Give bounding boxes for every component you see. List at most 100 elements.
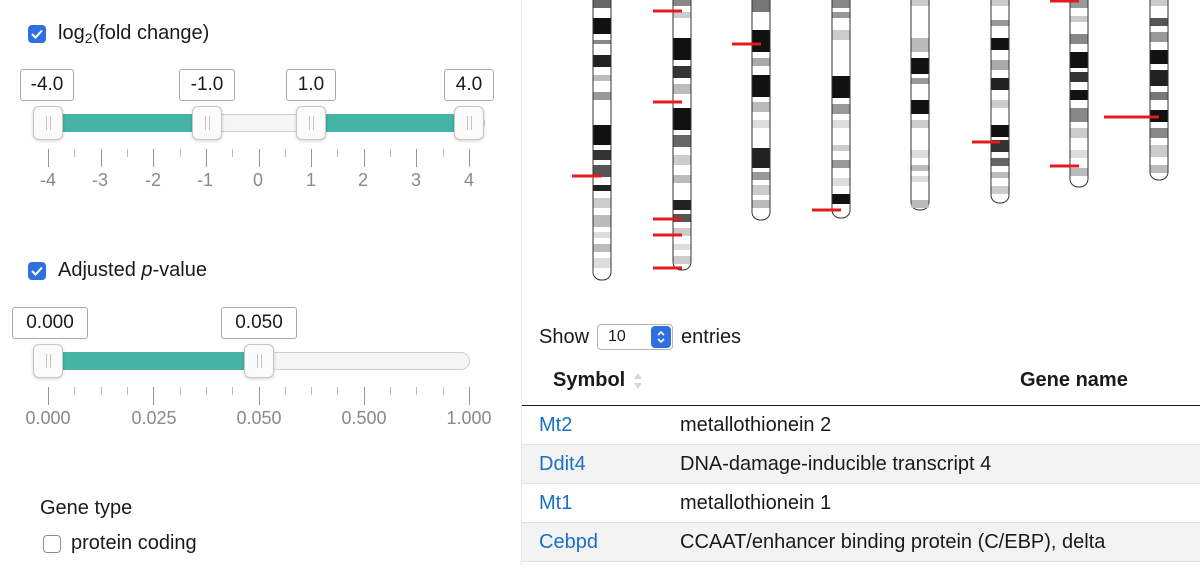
- page-size-select[interactable]: 10: [597, 324, 674, 350]
- padj-tick-label: 0.025: [131, 408, 177, 428]
- chromosome-band: [1070, 72, 1088, 82]
- slider-tick-minor: [416, 387, 418, 395]
- chromosome-band: [1070, 0, 1088, 8]
- log2fc-tick-label: 1: [305, 170, 317, 190]
- log2fc-handle-inner-low[interactable]: [192, 106, 222, 140]
- slider-tick-minor: [74, 149, 76, 157]
- log2fc-inner-high-value: 1.0: [286, 69, 336, 101]
- chromosome-band: [1070, 108, 1088, 122]
- slider-tick-major: [469, 149, 470, 167]
- gene-symbol-link[interactable]: Mt2: [539, 414, 573, 436]
- padj-checkbox[interactable]: [28, 261, 46, 280]
- log2fc-label-text: log2(fold change): [58, 22, 210, 46]
- gene-type-title: Gene type: [40, 497, 133, 519]
- chromosome-band: [991, 20, 1009, 26]
- chromosome-band: [832, 12, 850, 18]
- log2fc-handle-min[interactable]: [33, 106, 63, 140]
- slider-tick-minor: [337, 387, 339, 395]
- log2fc-tick-label: -4: [39, 170, 57, 190]
- chromosome-band: [1150, 32, 1168, 42]
- table-length-control: Show 10 entries: [539, 324, 741, 350]
- chromosome-band: [673, 84, 691, 94]
- chromosome-band: [593, 232, 611, 238]
- slider-tick-minor: [337, 149, 339, 157]
- log2fc-filter-label: log2(fold change): [28, 22, 209, 46]
- chromosome-band: [1070, 128, 1088, 138]
- chromosome-band: [832, 194, 850, 204]
- chromosome-band: [752, 172, 770, 180]
- chromosome-band: [593, 18, 611, 34]
- column-header-gene-name[interactable]: Gene name: [1020, 369, 1128, 391]
- chromosome-band: [593, 40, 611, 44]
- padj-tick-label: 0.500: [341, 408, 387, 428]
- slider-tick-major: [153, 149, 155, 167]
- chromosome-band: [593, 198, 611, 208]
- log2fc-handle-inner-high[interactable]: [296, 106, 326, 140]
- chromosome-band: [832, 178, 850, 186]
- chromosome-band: [832, 30, 850, 40]
- slider-tick-minor: [311, 387, 313, 395]
- chromosome-band: [752, 185, 770, 195]
- chromosome-band: [832, 76, 850, 98]
- slider-tick-major: [205, 149, 207, 167]
- entries-label: entries: [681, 325, 742, 348]
- padj-handle-max[interactable]: [244, 344, 274, 378]
- chromosome: [831, 0, 851, 219]
- slider-tick-major: [258, 149, 260, 167]
- chromosome-band: [911, 38, 929, 52]
- padj-label-text: Adjusted p-value: [58, 259, 207, 281]
- slider-tick-minor: [442, 387, 444, 395]
- slider-tick-major: [416, 149, 418, 167]
- log2fc-max-value: 4.0: [444, 69, 494, 101]
- chromosome-band: [752, 102, 770, 112]
- chromosome-band: [593, 125, 611, 145]
- chromosome-band: [593, 0, 611, 8]
- chromosome-band: [1070, 52, 1088, 68]
- chromosome-band: [1150, 50, 1168, 64]
- table-row: Mt1 metallothionein 1: [522, 484, 1200, 523]
- protein-coding-checkbox[interactable]: [43, 534, 61, 553]
- slider-tick-major: [48, 149, 49, 167]
- chromosome-band: [593, 92, 611, 100]
- chromosome: [672, 0, 692, 271]
- chromosome-band: [832, 0, 850, 8]
- chromosome-band: [673, 12, 691, 18]
- gene-symbol-link[interactable]: Mt1: [539, 492, 573, 514]
- gene-name-cell: metallothionein 1: [680, 492, 832, 514]
- gene-symbol-link[interactable]: Cebpd: [539, 531, 598, 553]
- chromosome: [1149, 0, 1169, 181]
- chromosome: [910, 0, 930, 211]
- chromosome-band: [911, 58, 929, 74]
- log2fc-slider-fill-positive: [311, 114, 469, 132]
- column-header-symbol[interactable]: Symbol: [553, 369, 643, 392]
- chromosome-ideogram: [572, 0, 1169, 281]
- log2fc-slider-ticks: [0, 149, 520, 169]
- slider-tick-minor: [284, 387, 286, 395]
- padj-filter-label: Adjusted p-value: [28, 259, 207, 282]
- chromosome-band: [673, 66, 691, 78]
- slider-tick-minor: [284, 149, 286, 157]
- gene-type-option-protein-coding[interactable]: protein coding: [43, 532, 197, 555]
- chromosome-band: [673, 135, 691, 147]
- padj-handle-min[interactable]: [33, 344, 63, 378]
- log2fc-checkbox[interactable]: [28, 25, 46, 43]
- chromosome-band: [1150, 145, 1168, 157]
- chromosome-band: [832, 160, 850, 168]
- chromosome-band: [911, 78, 929, 84]
- slider-tick-major: [48, 387, 49, 405]
- slider-tick-minor: [126, 149, 128, 157]
- gene-symbol-link[interactable]: Ddit4: [539, 453, 586, 475]
- slider-tick-minor: [442, 149, 444, 157]
- chromosome-band: [752, 0, 770, 12]
- chromosome-band: [991, 60, 1009, 70]
- chromosome-band: [752, 148, 770, 168]
- log2fc-handle-max[interactable]: [454, 106, 484, 140]
- show-label: Show: [539, 325, 590, 348]
- chromosome-band: [911, 120, 929, 128]
- chromosome-band: [991, 78, 1009, 90]
- chromosome-band: [1070, 90, 1088, 100]
- log2fc-inner-low-value: -1.0: [179, 69, 235, 101]
- chromosome-band: [673, 244, 691, 250]
- chromosome-band: [911, 165, 929, 171]
- chromosome-band: [673, 108, 691, 130]
